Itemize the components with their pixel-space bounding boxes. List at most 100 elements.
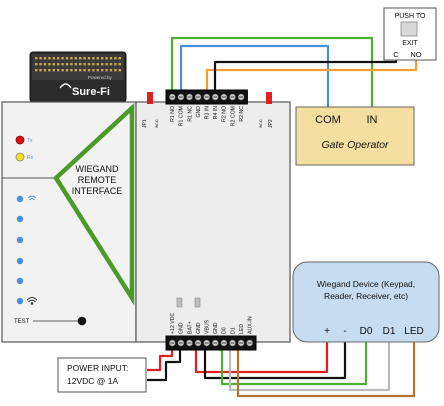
wire-black-gnd-exit-c bbox=[213, 60, 398, 90]
power-input-line2: 12VDC @ 1A bbox=[67, 376, 118, 386]
module-pin bbox=[83, 63, 86, 66]
test-button[interactable] bbox=[77, 316, 87, 326]
wire-green-r1no-gate-in bbox=[170, 36, 374, 112]
module-pin bbox=[43, 69, 47, 72]
module-pin bbox=[83, 69, 86, 72]
exit-label: EXIT bbox=[402, 40, 418, 47]
exit-c-label: C bbox=[393, 50, 399, 59]
module-pin bbox=[57, 63, 60, 66]
jp1-label: JP1 bbox=[142, 119, 148, 128]
wire-black-wiegand-minus bbox=[203, 340, 347, 380]
jp2-jumper bbox=[266, 92, 272, 104]
terminal-label: D0 bbox=[222, 327, 228, 334]
wiegand-title-line2: Reader, Receiver, etc) bbox=[324, 291, 408, 301]
wiegand-title-line1: Wiegand Device (Keypad, bbox=[317, 279, 415, 289]
status-led-3 bbox=[16, 236, 24, 244]
module-pin bbox=[39, 63, 42, 66]
module-pin bbox=[70, 57, 73, 60]
bottom-terminal-block bbox=[165, 335, 257, 351]
module-pin bbox=[101, 63, 104, 66]
terminal-label: GND bbox=[213, 322, 219, 334]
exit-button[interactable] bbox=[400, 21, 418, 37]
module-pin bbox=[92, 63, 95, 66]
terminal-label: R4 IN bbox=[213, 106, 219, 120]
module-pin bbox=[118, 57, 121, 60]
jp2-label: JP2 bbox=[268, 119, 274, 128]
terminal-label: LED bbox=[239, 324, 245, 334]
module-pin bbox=[92, 69, 95, 72]
module-pin bbox=[92, 57, 95, 60]
terminal-label: R1 NO bbox=[170, 106, 176, 122]
component-icons bbox=[176, 297, 201, 308]
module-pin bbox=[118, 63, 121, 66]
module-pin bbox=[105, 63, 108, 66]
module-pin bbox=[57, 69, 60, 72]
wiegand-pin-d1: D1 bbox=[383, 326, 396, 337]
wiegand-panel-triangle bbox=[53, 102, 135, 306]
status-led-4 bbox=[16, 257, 24, 265]
gate-operator-title: Gate Operator bbox=[321, 139, 389, 151]
terminal-label: R2 NO bbox=[222, 106, 228, 122]
terminal-label: R2 NC bbox=[239, 106, 245, 122]
status-leds bbox=[16, 195, 24, 305]
wiegand-pin-minus: - bbox=[343, 326, 346, 337]
module-pin bbox=[83, 57, 86, 60]
module-pin bbox=[109, 57, 113, 60]
wco-left-label: WCO bbox=[155, 119, 159, 128]
module-pin bbox=[96, 57, 99, 60]
module-pin bbox=[43, 63, 47, 66]
module-pin bbox=[114, 63, 117, 66]
terminal-label: GND bbox=[196, 106, 202, 118]
surefi-logo-icon bbox=[59, 83, 72, 89]
wiegand-pin-led: LED bbox=[404, 326, 423, 337]
module-pin bbox=[35, 57, 38, 60]
wire-orange-r3in-exit-no bbox=[205, 60, 418, 90]
tx-label: Tx bbox=[27, 138, 33, 144]
module-pin bbox=[74, 69, 77, 72]
gate-com-label: COM bbox=[315, 114, 341, 126]
surefi-module: Powered by Sure-Fi bbox=[29, 51, 127, 103]
wire-green-wiegand-d0 bbox=[220, 340, 368, 386]
wires bbox=[147, 36, 418, 398]
module-pin bbox=[87, 63, 91, 66]
module-pin bbox=[109, 69, 113, 72]
module-pin bbox=[39, 69, 42, 72]
power-input-line1: POWER INPUT: bbox=[67, 363, 128, 373]
module-pin bbox=[79, 63, 82, 66]
module-pin bbox=[105, 57, 108, 60]
module-pin bbox=[52, 69, 55, 72]
module-pin bbox=[114, 57, 117, 60]
module-pin bbox=[96, 63, 99, 66]
top-terminal-block bbox=[165, 89, 248, 105]
terminal-label: D1 bbox=[230, 327, 236, 334]
terminal-label: +12 VDC bbox=[170, 313, 176, 334]
module-pin bbox=[70, 69, 73, 72]
wire-red-power-plus bbox=[147, 350, 174, 372]
wifi-strong-icon bbox=[26, 297, 38, 305]
module-pin bbox=[105, 69, 108, 72]
panel-title-line3: INTERFACE bbox=[72, 186, 123, 196]
module-pin bbox=[87, 57, 91, 60]
wire-red-wiegand-plus bbox=[194, 340, 329, 374]
gate-in-label: IN bbox=[367, 114, 378, 126]
wiegand-pin-plus: + bbox=[324, 326, 330, 337]
wiegand-pin-d0: D0 bbox=[360, 326, 373, 337]
module-pin bbox=[87, 69, 91, 72]
module-pin bbox=[118, 69, 121, 72]
module-pin bbox=[48, 69, 51, 72]
module-pin bbox=[74, 63, 77, 66]
terminal-label: GND bbox=[196, 322, 202, 334]
push-to-label: PUSH TO bbox=[395, 13, 426, 20]
status-led-2 bbox=[16, 215, 24, 223]
module-pin bbox=[48, 63, 51, 66]
wiegand-device-box: Wiegand Device (Keypad, Reader, Receiver… bbox=[292, 261, 440, 343]
terminal-label: AUX-IN bbox=[248, 316, 254, 334]
wire-brown-wiegand-led bbox=[236, 340, 416, 398]
panel-title-line2: REMOTE bbox=[78, 175, 117, 185]
module-pin bbox=[101, 57, 104, 60]
module-pin bbox=[79, 69, 82, 72]
status-led-6 bbox=[16, 297, 24, 305]
